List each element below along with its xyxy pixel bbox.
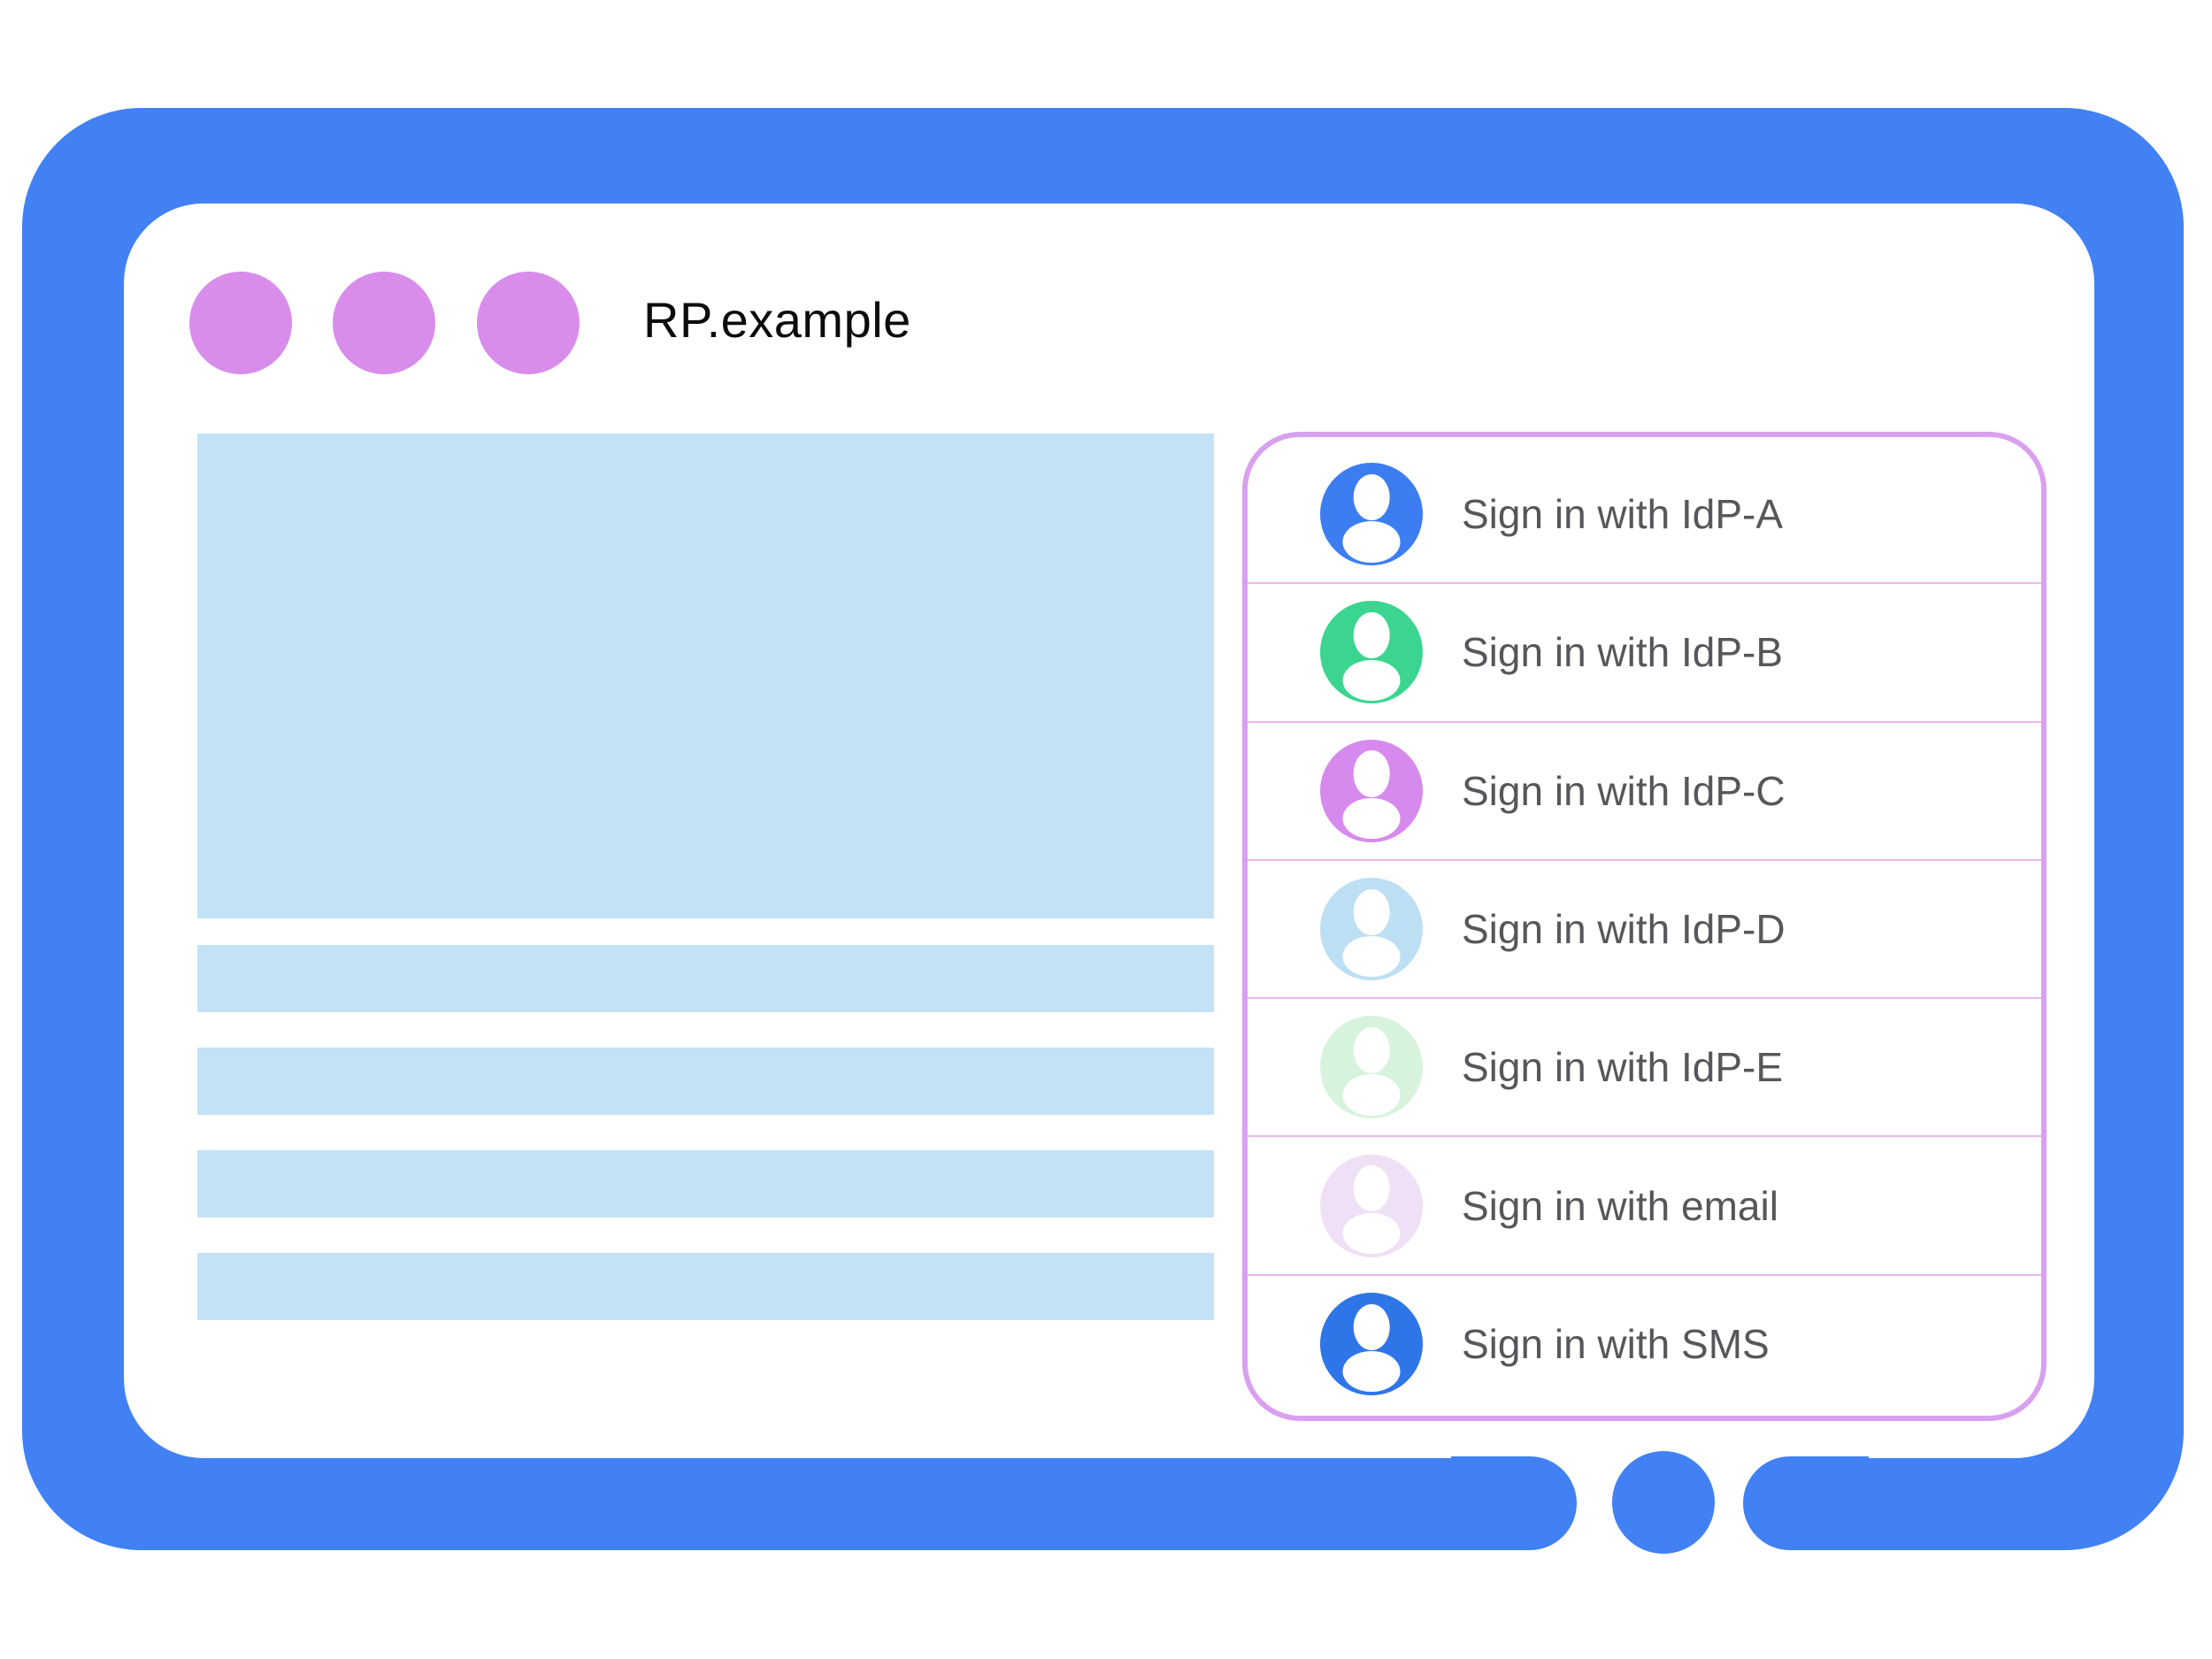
person-avatar-icon (1320, 739, 1423, 842)
signin-item-label: Sign in with email (1462, 1182, 1778, 1229)
avatar-torso-shape (1342, 659, 1401, 701)
signin-item[interactable]: Sign in with IdP-D (1248, 861, 2041, 1000)
person-avatar-icon (1320, 1154, 1423, 1257)
signin-item-label: Sign in with IdP-B (1462, 629, 1784, 676)
person-avatar-icon (1320, 1016, 1423, 1119)
home-button[interactable] (1612, 1451, 1715, 1554)
page-title: RP.example (643, 292, 911, 348)
window-control-dot-3[interactable] (477, 272, 580, 374)
signin-item[interactable]: Sign in with IdP-E (1248, 999, 2041, 1138)
signin-item[interactable]: Sign in with email (1248, 1137, 2041, 1276)
person-avatar-icon (1320, 877, 1423, 980)
text-placeholder-row (197, 1253, 1214, 1320)
avatar-head-shape (1353, 473, 1390, 521)
window-control-dot-1[interactable] (189, 272, 292, 374)
person-avatar-icon (1320, 463, 1423, 566)
signin-item[interactable]: Sign in with IdP-A (1248, 446, 2041, 585)
signin-item-label: Sign in with SMS (1462, 1320, 1770, 1367)
avatar-torso-shape (1342, 1074, 1401, 1116)
avatar-head-shape (1353, 1027, 1390, 1074)
window-control-dot-2[interactable] (333, 272, 435, 374)
avatar-torso-shape (1342, 797, 1401, 840)
text-placeholder-row (197, 1048, 1214, 1115)
signin-item-label: Sign in with IdP-A (1462, 491, 1784, 538)
signin-item-label: Sign in with IdP-D (1462, 905, 1786, 952)
person-avatar-icon (1320, 601, 1423, 704)
hero-content-placeholder (197, 434, 1214, 918)
signin-item-label: Sign in with IdP-C (1462, 767, 1786, 814)
avatar-head-shape (1353, 612, 1390, 659)
signin-item-label: Sign in with IdP-E (1462, 1044, 1784, 1091)
avatar-head-shape (1353, 888, 1390, 935)
signin-item[interactable]: Sign in with IdP-C (1248, 723, 2041, 861)
avatar-torso-shape (1342, 1212, 1401, 1255)
text-placeholder-rows (197, 945, 1214, 1320)
bottom-bar-left-cap (1451, 1456, 1577, 1550)
avatar-torso-shape (1342, 936, 1401, 978)
text-placeholder-row (197, 945, 1214, 1012)
signin-panel: Sign in with IdP-A Sign in with IdP-B Si… (1242, 432, 2047, 1421)
person-avatar-icon (1320, 1292, 1423, 1395)
signin-item[interactable]: Sign in with SMS (1248, 1276, 2041, 1412)
avatar-head-shape (1353, 750, 1390, 797)
avatar-head-shape (1353, 1165, 1390, 1212)
avatar-torso-shape (1342, 1350, 1401, 1393)
text-placeholder-row (197, 1150, 1214, 1217)
avatar-head-shape (1353, 1303, 1390, 1350)
avatar-torso-shape (1342, 521, 1401, 563)
signin-item[interactable]: Sign in with IdP-B (1248, 584, 2041, 723)
bottom-bar-right-cap (1743, 1456, 1869, 1550)
